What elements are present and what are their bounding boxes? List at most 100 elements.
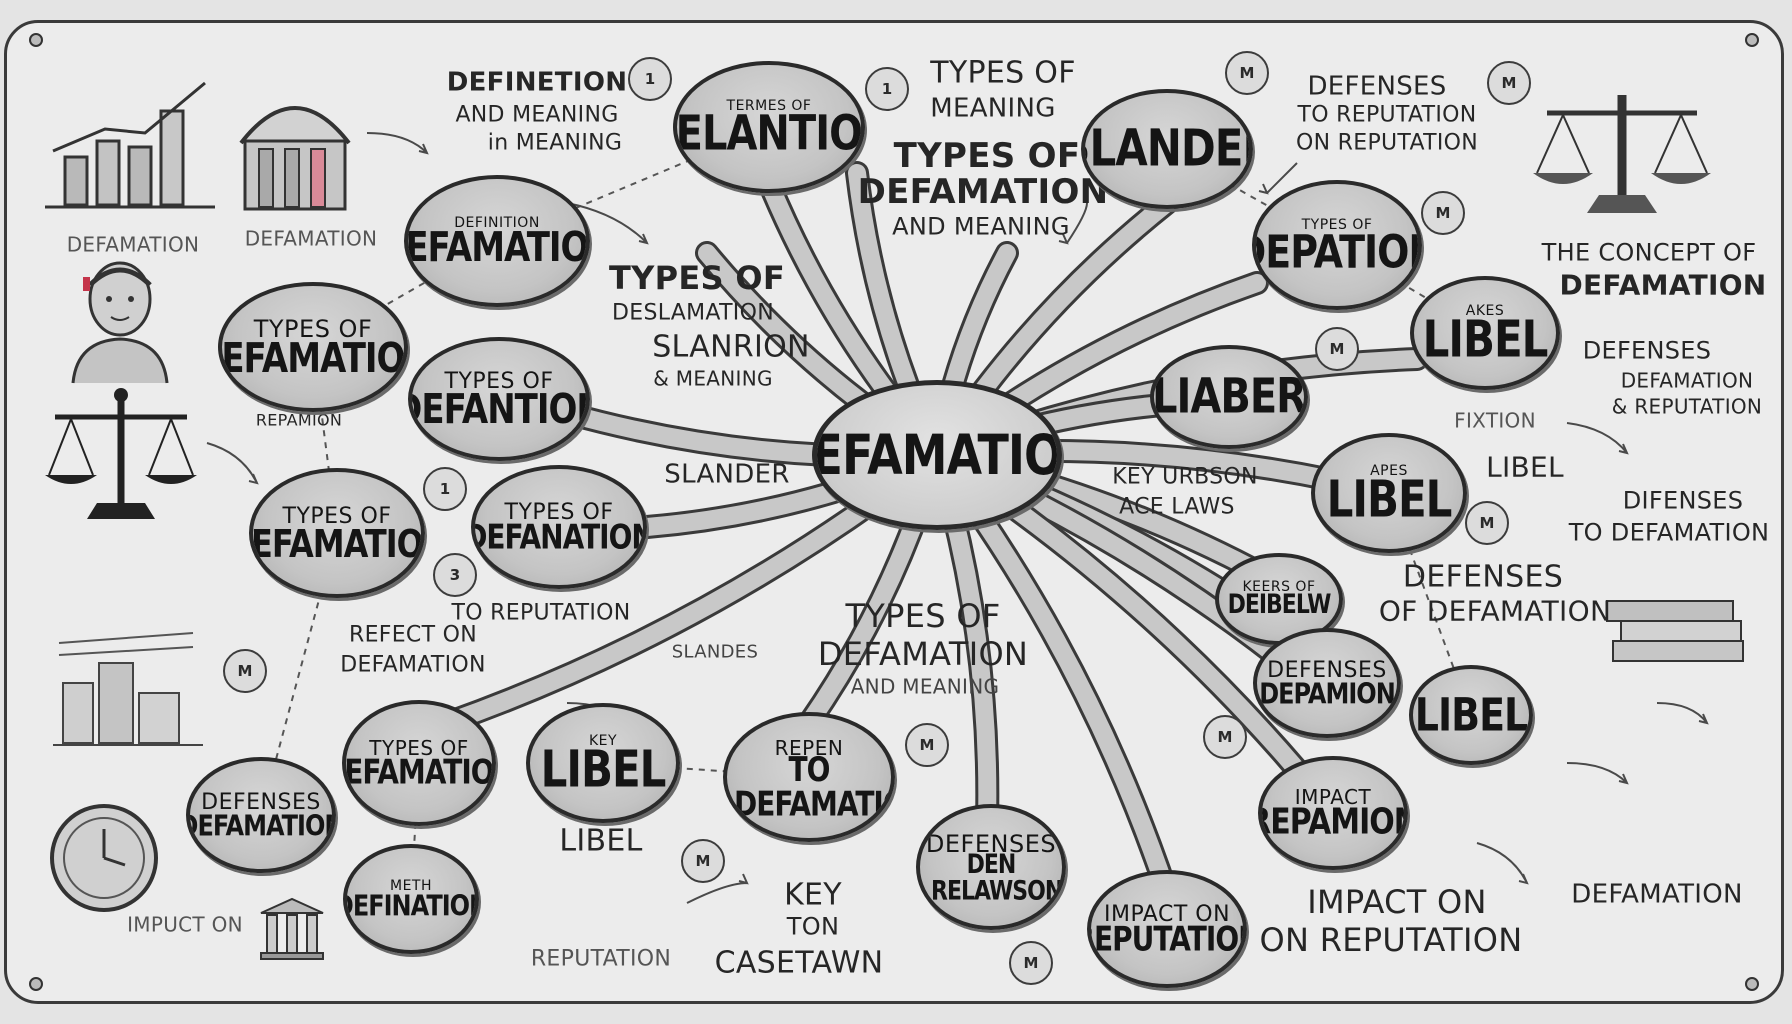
text-and-meaning: AND MEANING (455, 102, 619, 128)
courthouse-icon (260, 897, 324, 960)
node-big-label: DEFAMATION (405, 223, 589, 272)
screw-icon (29, 977, 43, 991)
text-types-of: TYPES OF (930, 55, 1076, 91)
text-types-defamation: DEFAMATION (817, 635, 1029, 674)
node-types-of-defantion[interactable]: TYPES OF DEFANTION (408, 337, 590, 461)
text-key: KEY (784, 877, 842, 913)
node-impact-repamion[interactable]: IMPACT REPAMION (1258, 756, 1408, 870)
step-badge: M (1203, 715, 1247, 759)
node-key-libel[interactable]: KEY LIBEL (526, 703, 680, 823)
text-slanrion: SLANRION (652, 329, 810, 365)
node-big-label: LIABER (1152, 368, 1306, 425)
text-and-meaning: AND MEANING (850, 674, 1000, 699)
node-small-label: IMPACT (1294, 785, 1372, 810)
text-ton: TON (786, 912, 840, 941)
doodle-arrow (206, 442, 259, 485)
text-slanrion-meaning: & MEANING (653, 366, 773, 391)
text-to-reputation: TO REPUTATION (451, 600, 631, 626)
step-badge: 3 (433, 553, 477, 597)
node-small-label: TYPES OF (282, 504, 392, 530)
mind-map-board: 1 1 M M M M M 1 3 M M M M M DEFINETION A… (4, 20, 1784, 1004)
node-liaber[interactable]: LIABER (1150, 345, 1308, 449)
node-big-label: DEFAMATION (186, 809, 336, 844)
node-defenses-defamation[interactable]: DEFENSES DEFAMATION (186, 757, 336, 873)
text-deslamation: DESLAMATION (612, 300, 774, 326)
text-defenses: DEFENSES (1582, 336, 1712, 365)
node-small-label: DEFENSES (925, 829, 1057, 858)
step-badge: M (1225, 51, 1269, 95)
screw-icon (1745, 977, 1759, 991)
text-to-defamation: TO DEFAMATION (1568, 518, 1770, 547)
doodle-arrow (1566, 422, 1629, 455)
doodle-arrow (1566, 762, 1629, 785)
node-types-of-defamation[interactable]: TYPES OF DEFAMATION (218, 282, 408, 412)
node-small-label: IMPACT ON (1103, 902, 1231, 928)
text-libel: LIBEL (1486, 450, 1564, 484)
step-badge: M (223, 649, 267, 693)
text-key-urbson: KEY URBSON (1112, 464, 1258, 490)
node-small-label: TYPES OF (369, 736, 469, 761)
scales-of-justice-icon (45, 388, 197, 519)
node-big-label: SLANDER (1085, 118, 1249, 178)
node-big-label: DEN RELAWSON (931, 850, 1063, 908)
node-big-label: DEFAMATION (250, 521, 423, 567)
node-big-label: DEFANATION (471, 517, 647, 558)
text-slander: SLANDER (664, 459, 790, 490)
node-small-label: TYPES OF (1301, 217, 1373, 234)
node-big-label: REPAMION (1262, 801, 1404, 844)
doodle-arrow (1476, 842, 1529, 885)
step-badge: 1 (628, 57, 672, 101)
text-concept: THE CONCEPT OF (1541, 238, 1757, 267)
step-badge: 1 (423, 467, 467, 511)
step-badge: M (905, 723, 949, 767)
bar-chart-icon (45, 81, 215, 209)
doodle-arrow (1258, 162, 1298, 195)
node-defenses-depamion[interactable]: DEFENSES DEPAMION (1253, 628, 1401, 738)
text-on-reputation: ON REPUTATION (1296, 130, 1478, 156)
node-impact-on-reputation[interactable]: IMPACT ON REPUTATION (1087, 870, 1247, 988)
clock-icon (50, 804, 158, 912)
node-big-label: DEPAMION (1259, 677, 1396, 712)
screw-icon (29, 33, 43, 47)
node-repen-to-defamation[interactable]: REPEN TO DEFAMATION (723, 712, 895, 842)
step-badge: M (1421, 191, 1465, 235)
node-definition-defamation[interactable]: DEFINITION DEFAMATION (404, 175, 590, 307)
node-big-label: LIBEL (1422, 309, 1549, 369)
step-badge: M (1465, 501, 1509, 545)
book-stack-icon (1606, 600, 1744, 662)
text-fixtion: FIXTION (1454, 408, 1536, 433)
text-slandes: SLANDES (671, 641, 759, 663)
node-types-of-defamation[interactable]: TYPES OF DEFAMATION (249, 468, 425, 598)
node-libel[interactable]: LIBEL (1409, 665, 1533, 765)
doodle-arrow (686, 873, 749, 904)
node-small-label: AKES (1465, 303, 1505, 320)
text-ace-laws: ACE LAWS (1119, 494, 1235, 520)
node-delantion[interactable]: TERMES OF DELANTION (673, 61, 865, 193)
text-casetawn: CASETAWN (714, 945, 884, 981)
node-small-label: DEFENSES (1267, 658, 1387, 684)
doodle-arrow (1058, 202, 1088, 245)
central-topic-node[interactable]: DEFAMATION (812, 380, 1062, 530)
node-types-of-defanation[interactable]: TYPES OF DEFANATION (471, 465, 647, 589)
doodle-arrow (1656, 702, 1709, 725)
step-badge: M (1009, 941, 1053, 985)
node-small-label: TYPES OF (504, 500, 614, 526)
screw-icon (1745, 33, 1759, 47)
node-big-label: DEIBELW (1227, 590, 1332, 621)
text-reflect-defamation: DEFAMATION (340, 652, 486, 678)
text-in-meaning: in MEANING (487, 130, 623, 156)
node-defenses-den-relawson[interactable]: DEFENSES DEN RELAWSON (916, 804, 1066, 930)
text-impact-on: IMPACT ON (1307, 883, 1487, 922)
node-types-of-defamation[interactable]: TYPES OF DEFAMATION (342, 700, 496, 826)
text-libel-under: LIBEL (559, 823, 643, 859)
text-concept-defamation: DEFAMATION (1559, 268, 1767, 302)
step-badge: M (681, 839, 725, 883)
text-on-reputation: ON REPUTATION (1259, 921, 1523, 960)
secondary-link (1166, 148, 1338, 246)
node-meth-defination[interactable]: METH DEFINATION (343, 844, 479, 954)
node-slander[interactable]: SLANDER (1081, 89, 1253, 209)
node-libel[interactable]: AKES LIBEL (1410, 276, 1560, 390)
node-libel[interactable]: APES LIBEL (1311, 433, 1467, 553)
node-depation[interactable]: TYPES OF DEPATION (1252, 180, 1422, 310)
text-and-meaning: AND MEANING (892, 212, 1070, 241)
